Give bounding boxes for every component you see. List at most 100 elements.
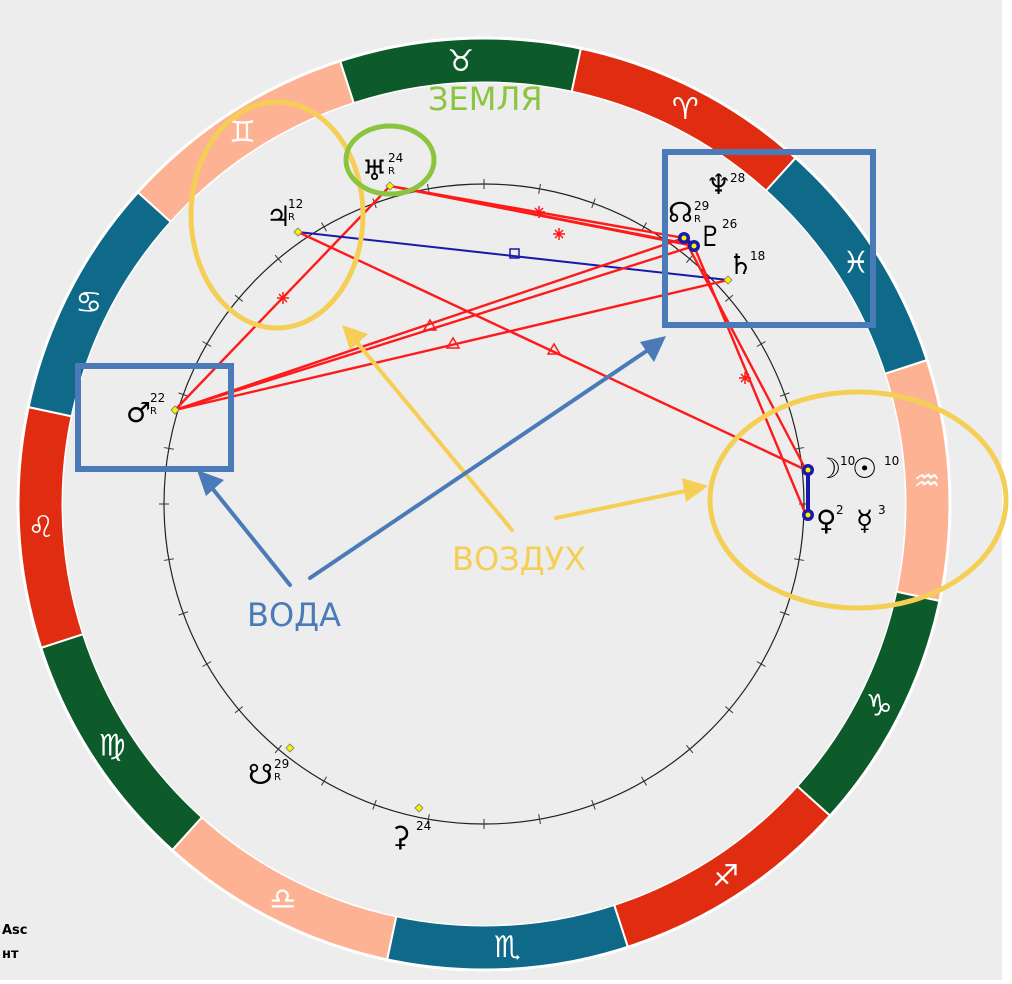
south-node-degree: 29	[274, 757, 289, 771]
marker	[285, 743, 295, 753]
arrowhead	[342, 325, 368, 350]
saturn-icon: ♄	[728, 248, 753, 281]
marker-dot-inner	[805, 467, 811, 473]
planet-south-node: ☋ 29 R	[248, 757, 289, 791]
water-arrows	[210, 348, 650, 587]
trine-symbol	[422, 318, 438, 331]
planet-sun: ☉ 10	[852, 452, 899, 485]
circle-tick	[234, 706, 244, 714]
circle-tick	[202, 661, 212, 667]
mars-degree: 22	[150, 391, 165, 405]
uranus-icon: ♅	[362, 154, 387, 187]
aspect-line	[692, 244, 808, 517]
venus-icon: ♀	[816, 504, 837, 537]
aspect-line	[173, 278, 730, 412]
arrow-line	[353, 338, 514, 532]
arrow-line	[210, 486, 292, 587]
circle-tick	[686, 254, 694, 264]
zodiac-sign-icon: ♉	[447, 44, 474, 79]
annotation-overlays	[75, 99, 1009, 611]
sextile-symbol	[739, 372, 751, 384]
marker	[385, 181, 395, 191]
sextile-symbol	[533, 206, 545, 218]
aspect-line	[296, 230, 808, 472]
circle-tick	[163, 558, 174, 561]
uranus-retro: R	[388, 166, 395, 177]
marker	[723, 275, 733, 285]
circle-tick	[538, 183, 541, 194]
node-retro: R	[694, 214, 701, 225]
circle-tick	[756, 661, 766, 667]
circle-tick	[163, 447, 174, 450]
circle-tick	[591, 799, 596, 810]
arrow-line	[308, 348, 650, 580]
zodiac-sign-icon: ♏	[494, 930, 521, 965]
uranus-degree: 24	[388, 151, 403, 165]
water-highlight-box	[662, 149, 876, 328]
zodiac-sign-icon: ♈	[672, 92, 699, 127]
zodiac-sign-icon: ♍	[99, 729, 126, 764]
air-highlight-ellipse	[188, 99, 366, 331]
circle-tick	[234, 294, 244, 302]
saturn-degree: 18	[750, 249, 765, 263]
circle-tick	[591, 198, 596, 209]
marker	[414, 803, 424, 813]
legend-partial-label: нт	[2, 947, 19, 962]
zodiac-sign-icon: ♊	[229, 115, 256, 150]
planet-jupiter: ♃ 12 R	[266, 197, 303, 233]
marker-dot-inner	[681, 235, 687, 241]
trine-symbol	[546, 342, 562, 355]
aspect-symbols	[277, 206, 751, 384]
circle-tick	[321, 776, 327, 786]
planet-mercury: ☿ 3	[856, 503, 886, 537]
earth-highlight-ellipse	[343, 123, 437, 197]
circle-tick	[779, 392, 790, 397]
circle-tick	[794, 558, 805, 561]
moon-degree: 10	[840, 454, 855, 468]
sextile-symbol	[277, 292, 289, 304]
zodiac-sign-icon: ♋	[75, 286, 102, 321]
air-label: ВОЗДУХ	[452, 540, 586, 578]
earth-label: ЗЕМЛЯ	[428, 80, 543, 118]
sun-icon: ☉	[852, 452, 877, 485]
moon-icon: ☽	[816, 452, 841, 485]
inner-wheel-circle	[63, 83, 905, 925]
arrowhead	[682, 478, 708, 502]
arrowhead	[640, 336, 666, 362]
planet-markers	[170, 181, 733, 813]
jupiter-icon: ♃	[266, 200, 291, 233]
zodiac-sign-icon: ♌	[28, 510, 55, 545]
planet-venus: ♀ 2	[816, 503, 844, 537]
circle-tick	[178, 611, 189, 616]
legend-asc-label: Asc	[2, 923, 28, 938]
aspect-line	[388, 184, 680, 244]
circle-tick	[274, 254, 282, 264]
neptune-degree: 28	[730, 171, 745, 185]
chiron-degree: 24	[416, 819, 431, 833]
node-degree: 29	[694, 199, 709, 213]
mercury-icon: ☿	[856, 504, 873, 537]
jupiter-retro: R	[288, 212, 295, 223]
planet-moon: ☽ 10	[816, 452, 855, 485]
node-icon: ☊	[668, 196, 693, 229]
zodiac-ring-outer-edge	[16, 36, 952, 972]
circle-tick	[372, 799, 377, 810]
planet-node: ☊ 29 R	[668, 196, 709, 229]
planet-mars: ♂ 22 R	[126, 391, 165, 429]
pluto-degree: 26	[722, 217, 737, 231]
planet-chiron: ⚳ 24	[390, 819, 431, 853]
planet-conjunction-markers-inner	[681, 235, 811, 518]
air-arrowheads	[342, 325, 708, 502]
arrowhead	[197, 470, 224, 496]
aspect-line	[297, 231, 729, 281]
zodiac-sign-icon: ♑	[866, 688, 893, 723]
marker	[293, 227, 303, 237]
circle-tick	[756, 341, 766, 347]
circle-tick	[538, 814, 541, 825]
marker	[170, 405, 180, 415]
aspect-line	[173, 236, 686, 412]
circle-tick	[641, 776, 647, 786]
south-node-icon: ☋	[248, 758, 273, 791]
mars-icon: ♂	[126, 396, 151, 429]
